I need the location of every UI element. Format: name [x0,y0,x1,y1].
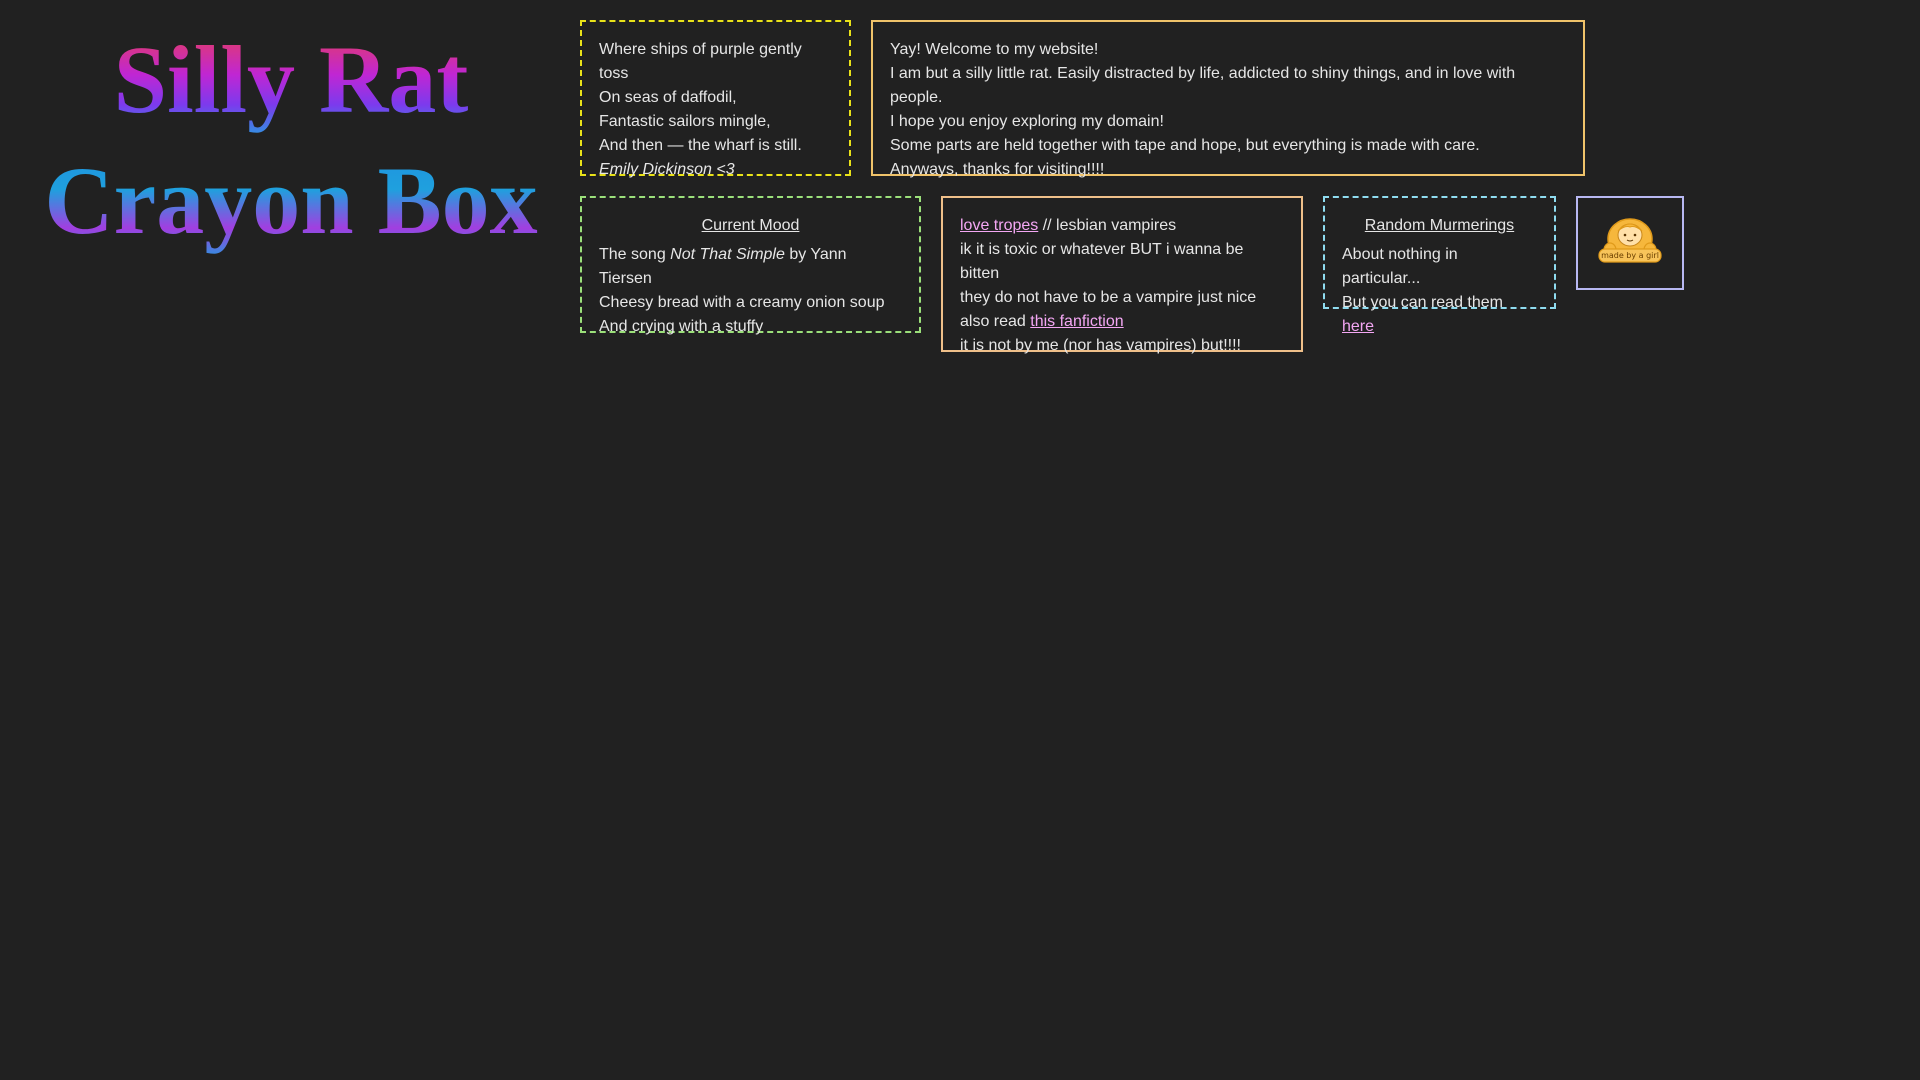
welcome-line: I hope you enjoy exploring my domain! [890,113,1164,130]
tropes-line: it is not by me (nor has vampires) but!!… [960,337,1241,354]
random-murmerings-heading: Random Murmerings [1364,217,1515,234]
tropes-line: ik it is toxic or whatever BUT i wanna b… [960,241,1244,282]
site-title-line-1: Silly Rat [0,20,582,141]
mood-line: Cheesy bread with a creamy onion soup [599,294,885,311]
current-mood-box: Current Mood The song Not That Simple by… [580,196,921,335]
site-title-line-2: Crayon Box [0,141,582,262]
mood-song-line: The song Not That Simple by Yann Tiersen [599,243,902,291]
poem-attribution: Emily Dickinson <3 [599,158,832,182]
poem-line: And then — the wharf is still. [599,137,802,154]
badge-box: made by a girl [1576,196,1684,290]
badge-text: made by a girl [1601,251,1659,260]
tropes-line-4: also read this fanfiction [960,310,1284,334]
poem-line: Fantastic sailors mingle, [599,113,771,130]
murmurings-here-link[interactable]: here [1342,318,1375,335]
girl-avatar-icon [1598,218,1662,263]
mood-song-suffix: by Yann Tiersen [599,246,847,287]
tropes-line-1: love tropes // lesbian vampires [960,214,1284,238]
random-murmerings-box: Random Murmerings About nothing in parti… [1323,196,1556,335]
site-title: Silly Rat Crayon Box [0,20,582,262]
made-by-a-girl-badge[interactable]: made by a girl [1595,213,1665,273]
tropes-line-4-prefix: also read [960,313,1031,330]
mood-line: And crying with a stuffy [599,318,764,335]
love-tropes-link[interactable]: love tropes [960,217,1039,234]
welcome-line: Some parts are held together with tape a… [890,137,1480,154]
tropes-box: love tropes // lesbian vampires ik it is… [941,196,1303,354]
tropes-line: they do not have to be a vampire just ni… [960,289,1257,306]
mood-song-title: Not That Simple [670,246,785,263]
fanfiction-link[interactable]: this fanfiction [1030,313,1124,330]
murmurings-line: About nothing in particular... [1342,246,1458,287]
poem-line: Where ships of purple gently toss [599,41,802,82]
current-mood-heading: Current Mood [701,217,800,234]
murmurings-line-2: But you can read them here [1342,291,1537,339]
tropes-line-1-rest: // lesbian vampires [1038,217,1177,234]
poem-line: On seas of daffodil, [599,89,737,106]
murmurings-line-2-prefix: But you can read them [1342,294,1503,311]
mood-song-prefix: The song [599,246,671,263]
welcome-box: Yay! Welcome to my website! I am but a s… [871,20,1585,178]
welcome-line: I am but a silly little rat. Easily dist… [890,65,1516,106]
poem-attribution-text: Emily Dickinson <3 [599,161,735,178]
welcome-line: Anyways, thanks for visiting!!!! [890,161,1105,178]
welcome-line: Yay! Welcome to my website! [890,41,1099,58]
poem-box: Where ships of purple gently toss On sea… [580,20,851,178]
